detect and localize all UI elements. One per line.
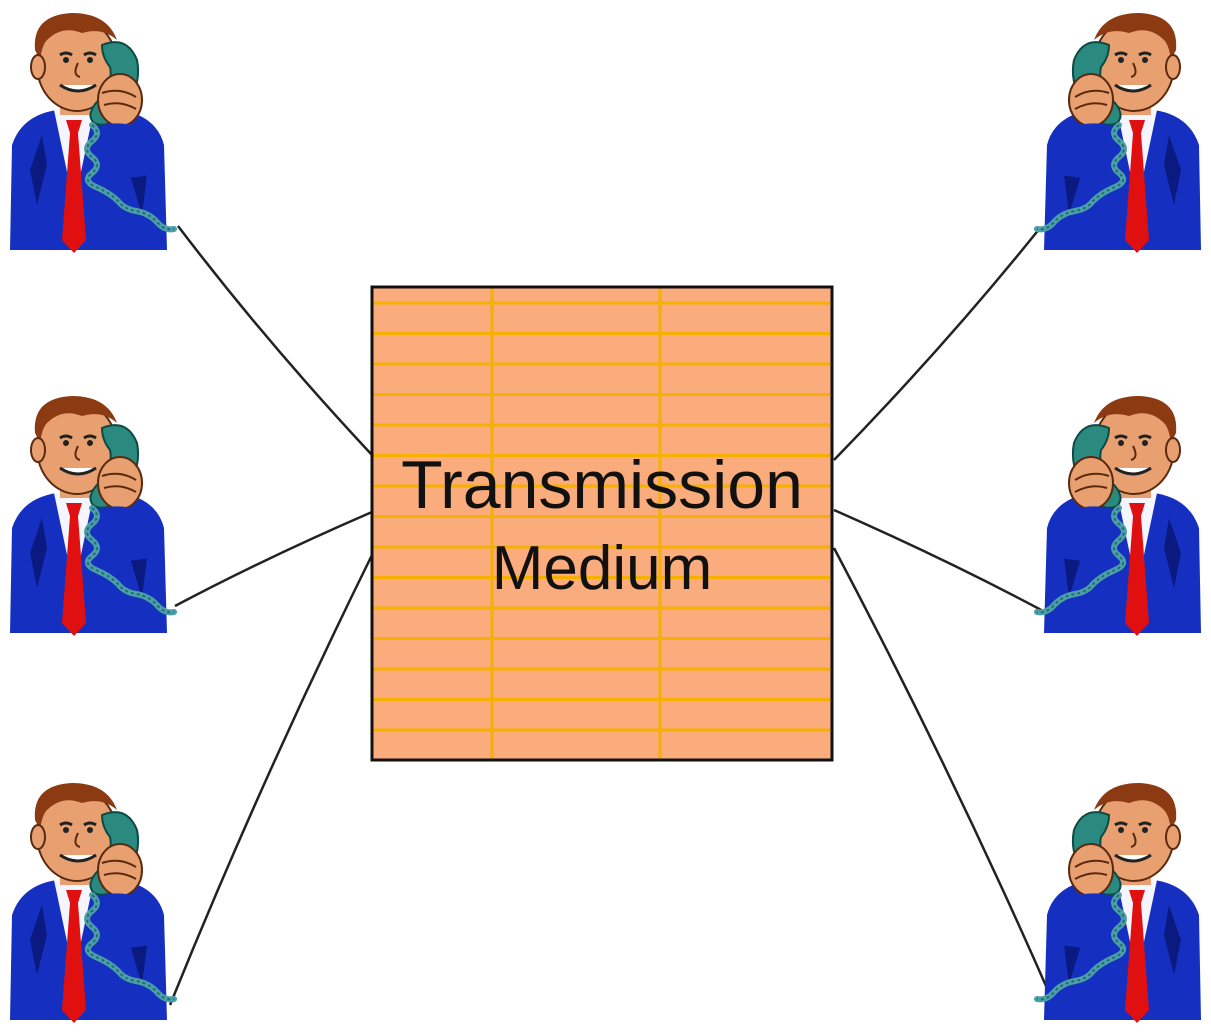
caller-middle-left bbox=[10, 396, 174, 636]
person-telephone-icon bbox=[10, 783, 174, 1023]
person-telephone-icon bbox=[1037, 13, 1201, 253]
connection-lines bbox=[168, 225, 1052, 1006]
connection-line bbox=[833, 508, 1046, 614]
medium-label-line2: Medium bbox=[492, 534, 713, 603]
medium-box-grid bbox=[372, 287, 832, 760]
person-telephone-icon bbox=[10, 396, 174, 636]
medium-label-line1: Transmission bbox=[401, 447, 803, 523]
caller-top-left bbox=[10, 13, 174, 253]
person-telephone-icon bbox=[1037, 783, 1201, 1023]
connection-line bbox=[833, 227, 1041, 461]
person-telephone-icon bbox=[10, 13, 174, 253]
person-telephone-icon bbox=[1037, 396, 1201, 636]
medium-box-border bbox=[370, 285, 834, 762]
caller-middle-right bbox=[1037, 396, 1201, 636]
connection-line bbox=[832, 547, 1052, 996]
connection-line bbox=[177, 225, 373, 456]
medium-box-fill bbox=[372, 287, 832, 760]
connection-line bbox=[174, 510, 373, 608]
transmission-medium-box: Transmission Medium bbox=[370, 285, 834, 762]
caller-bottom-right bbox=[1037, 783, 1201, 1023]
connection-line bbox=[168, 554, 374, 1006]
caller-bottom-left bbox=[10, 783, 174, 1023]
caller-top-right bbox=[1037, 13, 1201, 253]
